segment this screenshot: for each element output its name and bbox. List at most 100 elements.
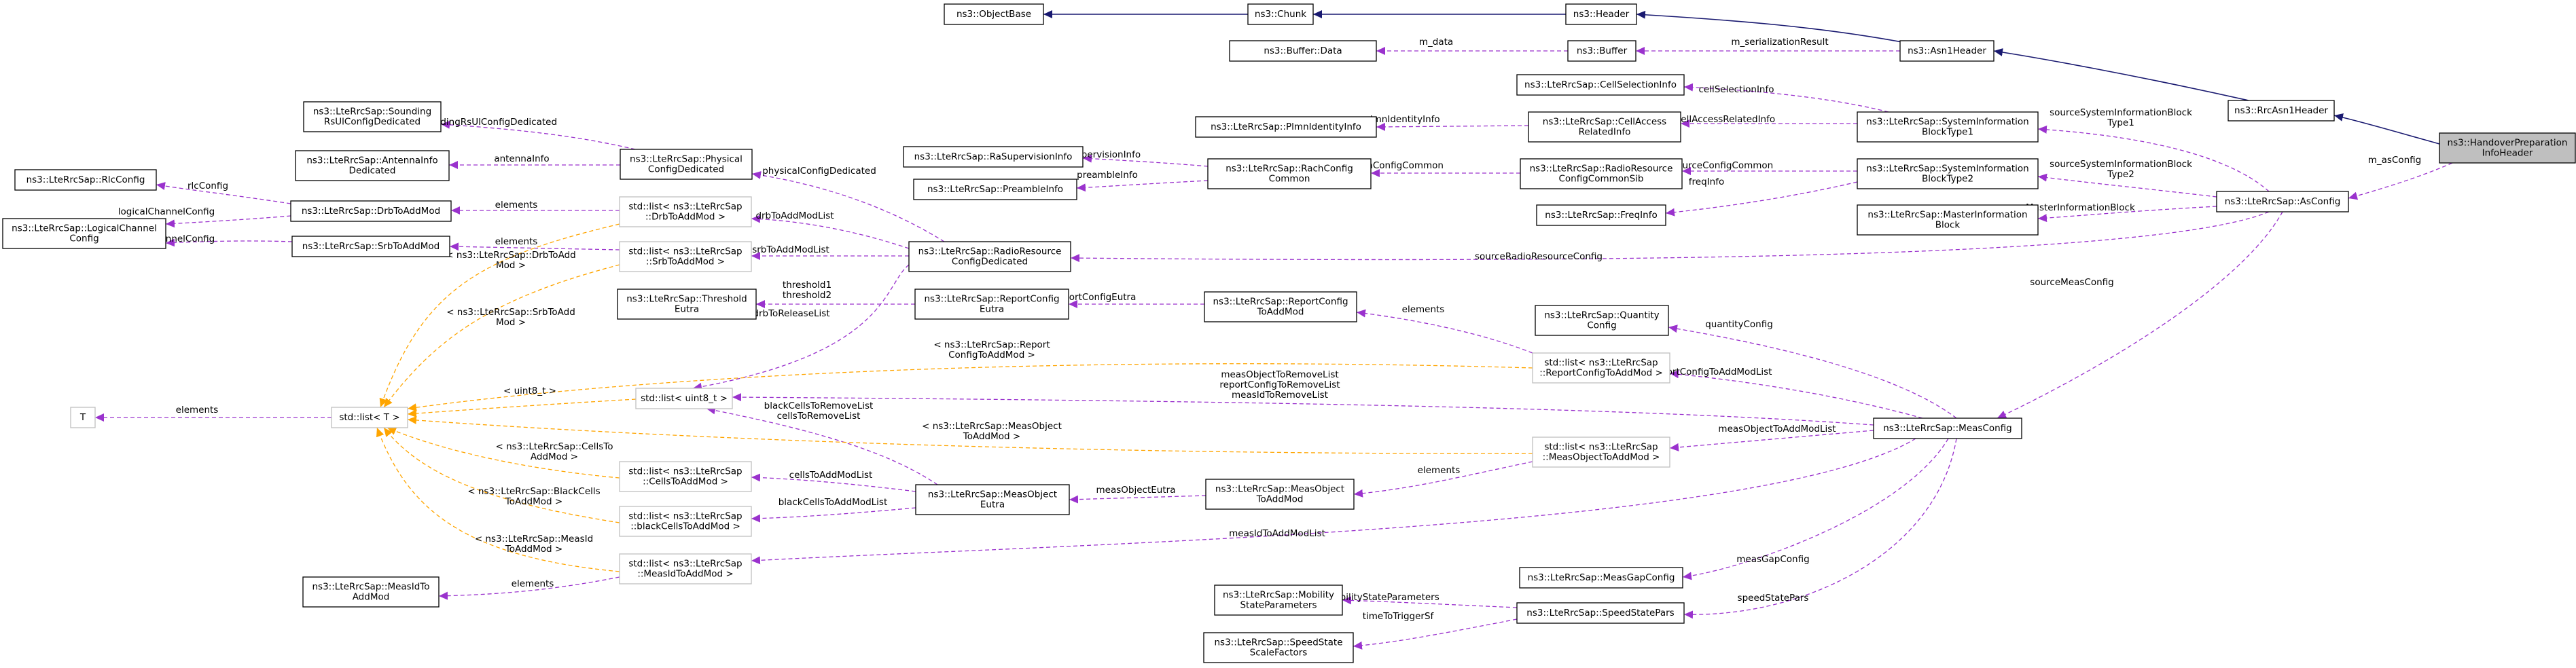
class-node-label: ns3::LteRrcSap::CellSelectionInfo	[1524, 79, 1677, 90]
edge-measconfig-to-listuint: measObjectToRemoveListreportConfigToRemo…	[732, 369, 1874, 426]
class-node-listmeasid[interactable]: std::list< ns3::LteRrcSap::MeasIdToAddMo…	[619, 553, 752, 584]
class-node-label: ns3::LteRrcSap::AsConfig	[2225, 196, 2341, 207]
edge-label: < ns3::LteRrcSap::BlackCells	[467, 486, 600, 497]
edge-label: antennaInfo	[494, 153, 549, 164]
class-node-measobjadd[interactable]: ns3::LteRrcSap::MeasObjectToAddMod	[1205, 479, 1355, 510]
class-node-drb[interactable]: ns3::LteRrcSap::DrbToAddMod	[290, 200, 452, 222]
edge-label: < ns3::LteRrcSap::MeasObject	[922, 421, 1062, 432]
edge-asconfig-to-measconfig: sourceMeasConfig	[1997, 211, 2283, 419]
edge-line	[751, 507, 916, 523]
class-node-header[interactable]: ns3::Header	[1565, 3, 1637, 25]
class-node-rrccommonsib[interactable]: ns3::LteRrcSap::RadioResourceConfigCommo…	[1520, 158, 1683, 189]
edge-line	[1997, 211, 2283, 419]
edge-label: measGapConfig	[1736, 554, 1809, 565]
class-node-box	[1567, 40, 1636, 62]
class-node-listcells[interactable]: std::list< ns3::LteRrcSap::CellsToAddMod…	[619, 461, 752, 492]
edge-asconfig-to-rrcded: sourceRadioResourceConfig	[1070, 211, 2270, 263]
class-node-listrep[interactable]: std::list< ns3::LteRrcSap::ReportConfigT…	[1532, 352, 1670, 384]
class-node-listmeasobj[interactable]: std::list< ns3::LteRrcSap::MeasObjectToA…	[1532, 437, 1670, 468]
class-node-srs[interactable]: ns3::LteRrcSap::SoundingRsUlConfigDedica…	[303, 101, 442, 132]
class-node-asconfig[interactable]: ns3::LteRrcSap::AsConfig	[2216, 191, 2349, 212]
class-node-sib1[interactable]: ns3::LteRrcSap::SystemInformationBlockTy…	[1857, 111, 2039, 143]
edge-line	[2348, 162, 2453, 200]
edge-label: AddMod >	[531, 451, 578, 462]
class-node-listsrb[interactable]: std::list< ns3::LteRrcSap::SrbToAddMod >	[619, 241, 752, 272]
class-node-asn1[interactable]: ns3::Asn1Header	[1899, 40, 1994, 62]
edge-line	[1668, 324, 1957, 419]
class-node-label: std::list< ns3::LteRrcSap	[628, 246, 742, 257]
class-node-label: ns3::LteRrcSap::Quantity	[1544, 310, 1659, 321]
class-node-listblack[interactable]: std::list< ns3::LteRrcSap::blackCellsToA…	[619, 506, 752, 537]
edge-rrccommonsib-to-rachcfg: rachConfigCommon	[1353, 160, 1520, 177]
class-node-box	[619, 196, 752, 227]
edge-line	[165, 238, 293, 247]
class-node-sib2[interactable]: ns3::LteRrcSap::SystemInformationBlockTy…	[1857, 158, 2039, 189]
edge-label: measIdToRemoveList	[1232, 390, 1328, 401]
class-node-box	[1857, 111, 2039, 143]
class-node-objectbase[interactable]: ns3::ObjectBase	[944, 3, 1044, 25]
class-node-plmn[interactable]: ns3::LteRrcSap::PlmnIdentityInfo	[1195, 116, 1377, 138]
class-node-rrcded[interactable]: ns3::LteRrcSap::RadioResourceConfigDedic…	[908, 241, 1071, 272]
edge-listmeasid-to-measidadd: elements	[438, 576, 620, 600]
class-node-measgap[interactable]: ns3::LteRrcSap::MeasGapConfig	[1519, 567, 1683, 589]
class-node-rasup[interactable]: ns3::LteRrcSap::RaSupervisionInfo	[903, 146, 1084, 168]
edge-line	[751, 171, 945, 242]
class-node-label: ns3::LteRrcSap::RadioResource	[1530, 164, 1673, 174]
class-node-measconfig[interactable]: ns3::LteRrcSap::MeasConfig	[1873, 418, 2022, 439]
class-node-stdlist[interactable]: std::list< T >	[331, 407, 408, 428]
class-node-bufferdata[interactable]: ns3::Buffer::Data	[1229, 40, 1377, 62]
edge-measconfig-to-listmeasobj: measObjectToAddModList	[1669, 424, 1874, 451]
class-node-buffer[interactable]: ns3::Buffer	[1567, 40, 1636, 62]
class-node-box	[1516, 602, 1685, 624]
class-node-speedpars[interactable]: ns3::LteRrcSap::SpeedStatePars	[1516, 602, 1685, 624]
class-node-listdrb[interactable]: std::list< ns3::LteRrcSap::DrbToAddMod >	[619, 196, 752, 227]
class-node-T[interactable]: T	[70, 407, 96, 428]
class-node-mib[interactable]: ns3::LteRrcSap::MasterInformationBlock	[1857, 204, 2039, 236]
class-node-label: RsUlConfigDedicated	[324, 117, 421, 128]
class-node-rrcasn1[interactable]: ns3::RrcAsn1Header	[2228, 100, 2335, 122]
class-node-label: ns3::LteRrcSap::Physical	[630, 154, 743, 165]
edge-line	[2037, 206, 2217, 223]
class-node-box	[1532, 352, 1670, 384]
class-node-label: ns3::RrcAsn1Header	[2234, 105, 2328, 116]
class-node-label: std::list< uint8_t >	[641, 393, 728, 404]
class-node-chunk[interactable]: ns3::Chunk	[1247, 3, 1314, 25]
edge-label: timeToTriggerSf	[1363, 611, 1435, 622]
class-node-freqinfo[interactable]: ns3::LteRrcSap::FreqInfo	[1536, 204, 1666, 226]
class-node-listuint[interactable]: std::list< uint8_t >	[635, 388, 733, 409]
edge-line	[383, 264, 620, 408]
class-node-box	[2, 218, 166, 249]
edge-line	[1683, 438, 1957, 619]
class-node-label: BlockType2	[1922, 174, 1973, 185]
class-node-label: std::list< ns3::LteRrcSap	[628, 511, 742, 522]
class-node-cellsel[interactable]: ns3::LteRrcSap::CellSelectionInfo	[1516, 74, 1685, 96]
class-node-rlccfg[interactable]: ns3::LteRrcSap::RlcConfig	[14, 169, 157, 191]
edge-measconfig-to-measgap: measGapConfig	[1682, 438, 1949, 580]
class-node-srb[interactable]: ns3::LteRrcSap::SrbToAddMod	[291, 236, 450, 257]
class-node-label: ns3::LteRrcSap::SystemInformation	[1866, 164, 2028, 174]
class-node-label: ns3::LteRrcSap::DrbToAddMod	[302, 206, 440, 217]
class-node-repadd[interactable]: ns3::LteRrcSap::ReportConfigToAddMod	[1204, 291, 1357, 322]
class-node-label: std::list< T >	[339, 412, 399, 423]
class-node-measidadd[interactable]: ns3::LteRrcSap::MeasIdToAddMod	[302, 576, 440, 608]
edge-line	[1342, 596, 1518, 608]
class-node-preamble[interactable]: ns3::LteRrcSap::PreambleInfo	[913, 179, 1077, 200]
class-node-label: ns3::LteRrcSap::AntennaInfo	[306, 155, 437, 166]
class-node-box	[1536, 204, 1666, 226]
edge-line	[732, 393, 1874, 426]
edge-label: plmnIdentityInfo	[1364, 114, 1439, 125]
class-node-box	[2228, 100, 2335, 122]
